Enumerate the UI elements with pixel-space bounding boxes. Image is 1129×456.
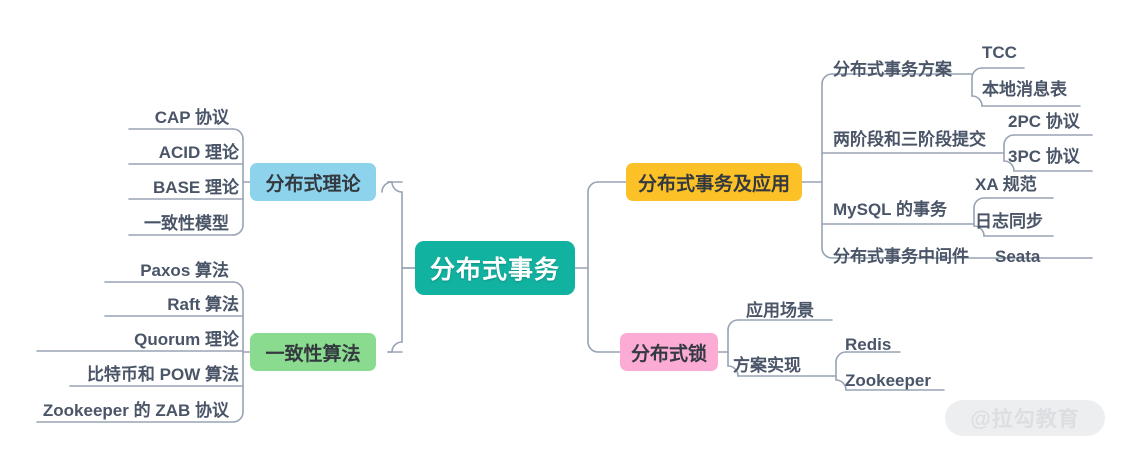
leaf-base-theory[interactable]: BASE 理论 [153, 178, 239, 197]
subbranch-solution-implementation[interactable]: 方案实现 [733, 356, 801, 375]
leaf-2pc-protocol[interactable]: 2PC 协议 [1008, 112, 1080, 131]
leaf-acid-theory[interactable]: ACID 理论 [158, 143, 239, 162]
branch-node-distributed-transaction-app[interactable]: 分布式事务及应用 [626, 163, 802, 201]
subbranch-distributed-transaction-solution[interactable]: 分布式事务方案 [833, 60, 952, 79]
branch-node-consistency-algorithm[interactable]: 一致性算法 [250, 333, 376, 371]
leaf-zookeeper[interactable]: Zookeeper [845, 371, 931, 390]
leaf-log-sync[interactable]: 日志同步 [975, 212, 1043, 231]
subbranch-mysql-transaction[interactable]: MySQL 的事务 [833, 200, 947, 219]
leaf-3pc-protocol[interactable]: 3PC 协议 [1008, 147, 1080, 166]
subbranch-transaction-middleware[interactable]: 分布式事务中间件 [833, 247, 969, 266]
leaf-paxos-algorithm[interactable]: Paxos 算法 [140, 261, 229, 280]
leaf-application-scenario[interactable]: 应用场景 [746, 301, 814, 320]
subbranch-2pc-3pc-commit[interactable]: 两阶段和三阶段提交 [833, 130, 986, 149]
branch-node-distributed-theory[interactable]: 分布式理论 [250, 163, 376, 201]
leaf-tcc[interactable]: TCC [982, 43, 1017, 62]
leaf-raft-algorithm[interactable]: Raft 算法 [167, 295, 239, 314]
leaf-cap-protocol[interactable]: CAP 协议 [154, 108, 229, 127]
leaf-zookeeper-zab-protocol[interactable]: Zookeeper 的 ZAB 协议 [42, 401, 229, 420]
leaf-quorum-theory[interactable]: Quorum 理论 [134, 330, 239, 349]
leaf-seata[interactable]: Seata [995, 247, 1041, 266]
leaf-local-message-table[interactable]: 本地消息表 [982, 80, 1067, 99]
leaf-consistency-model[interactable]: 一致性模型 [144, 214, 229, 233]
leaf-xa-specification[interactable]: XA 规范 [975, 175, 1037, 194]
root-node[interactable]: 分布式事务 [415, 241, 575, 295]
branch-node-distributed-lock[interactable]: 分布式锁 [620, 333, 718, 371]
leaf-bitcoin-pow-algorithm[interactable]: 比特币和 POW 算法 [86, 365, 239, 384]
leaf-redis[interactable]: Redis [845, 335, 892, 354]
watermark: @拉勾教育 [945, 400, 1105, 436]
